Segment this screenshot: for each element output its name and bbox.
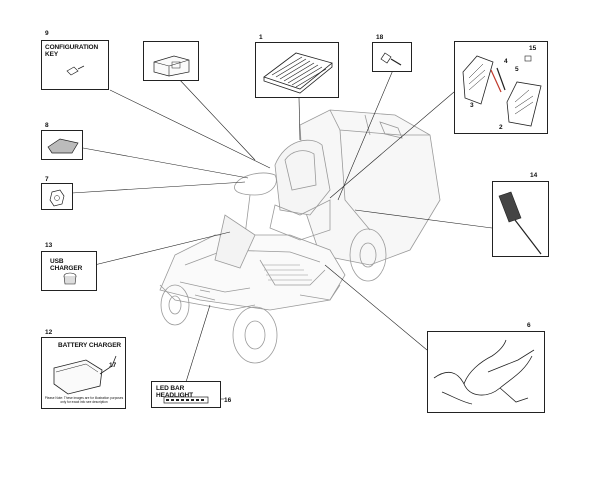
callout-8-number: 8 [45,122,49,129]
callout-14-number: 14 [530,172,538,179]
callout-3-number: 3 [470,102,474,109]
callout-1-number: 1 [259,34,263,41]
mower-illustration [159,109,441,364]
led-headlight-title: LED BAR HEADLIGHT [156,385,194,399]
grass-panel-box [255,42,339,98]
rod-icon [498,191,542,255]
battery-pack-icon [462,55,542,127]
connector-box [41,183,73,210]
wire-harness-box [427,331,545,413]
grass-panel-icon [263,52,333,94]
callout-13-number: 13 [45,242,53,249]
usb-charger-icon [63,272,77,285]
led-bar-icon [163,396,209,404]
batteries-box: 15 4 5 3 2 [454,41,548,134]
callout-6-number: 6 [527,322,531,329]
cushion-icon [47,138,79,154]
usb-charger-box: USB CHARGER [41,251,97,291]
control-module-icon [153,55,190,77]
configuration-key-title: CONFIGURATION KEY [45,44,99,58]
rod-part-box [492,181,549,257]
leader-lines [71,69,493,383]
callout-5-number: 5 [515,66,519,73]
led-headlight-box: LED BAR HEADLIGHT [151,381,221,408]
pin-part-box [372,42,412,72]
callout-12-number: 12 [45,329,53,336]
charger-icon [53,355,117,395]
usb-charger-title: USB CHARGER [50,258,83,272]
callout-16-number: 16 [224,397,232,404]
connector-icon [49,189,65,207]
configuration-key-box: CONFIGURATION KEY [41,40,109,90]
callout-2-number: 2 [499,124,503,131]
callout-9-number: 9 [45,30,49,37]
callout-7-number: 7 [45,176,49,183]
cushion-box [41,130,83,160]
wire-harness-icon [433,339,535,405]
control-module-box [143,41,199,81]
callout-4-number: 4 [504,58,508,65]
pin-icon [380,52,402,66]
battery-charger-box: BATTERY CHARGER 17 Please Note: These im… [41,337,126,409]
battery-charger-title: BATTERY CHARGER [58,342,122,349]
key-icon [66,65,85,76]
callout-15-number: 15 [529,45,537,52]
callout-18-number: 18 [376,34,384,41]
battery-charger-note: Please Note: These images are for illust… [44,396,124,404]
